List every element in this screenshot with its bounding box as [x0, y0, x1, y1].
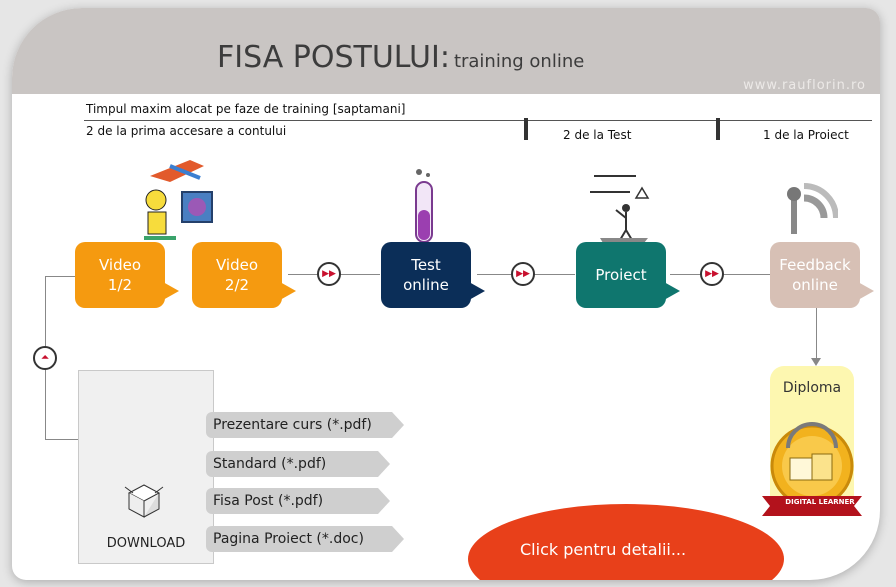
header-band: FISA POSTULUI:training online www.rauflo… — [12, 8, 880, 94]
feedback-diploma-line — [816, 308, 817, 360]
feedback-signal-icon — [787, 183, 838, 234]
presenter-board-icon — [590, 175, 650, 248]
student-computer-illustration — [144, 160, 213, 240]
download-label: DOWNLOAD — [106, 536, 186, 551]
step-proiect[interactable]: Proiect — [576, 242, 680, 308]
download-panel[interactable]: DOWNLOAD — [78, 370, 214, 564]
digital-learner-badge — [762, 422, 862, 516]
diploma-label: Diploma — [782, 380, 842, 396]
double-chevron-right-icon[interactable]: ▶▶ — [317, 262, 341, 286]
test-tube-icon — [415, 169, 433, 243]
download-item-pagina-proiect[interactable]: Pagina Proiect (*.doc) — [206, 526, 404, 552]
site-url[interactable]: www.rauflorin.ro — [743, 78, 866, 93]
card: FISA POSTULUI:training online www.rauflo… — [12, 8, 880, 580]
connector-line — [45, 276, 75, 277]
details-button-label: Click pentru detalii... — [520, 540, 687, 559]
download-item-prezentare[interactable]: Prezentare curs (*.pdf) — [206, 412, 404, 438]
connector-line — [45, 439, 78, 440]
double-chevron-up-icon[interactable]: ⏶ — [33, 346, 57, 370]
timeline-label: Timpul maxim alocat pe faze de training … — [86, 102, 406, 116]
double-chevron-right-icon[interactable]: ▶▶ — [511, 262, 535, 286]
timeline-tick — [524, 118, 528, 140]
timeline-tick — [716, 118, 720, 140]
open-box-icon — [124, 484, 164, 518]
timeline-phase-3: 1 de la Proiect — [763, 128, 849, 142]
timeline-line — [84, 120, 872, 121]
arrow-down-icon — [811, 358, 821, 366]
details-button[interactable]: Click pentru detalii... — [468, 504, 784, 580]
timeline-phase-1: 2 de la prima accesare a contului — [86, 124, 287, 138]
download-item-fisa-post[interactable]: Fisa Post (*.pdf) — [206, 488, 390, 514]
badge-text: DIGITAL LEARNER — [785, 498, 855, 506]
double-chevron-right-icon[interactable]: ▶▶ — [700, 262, 724, 286]
timeline-phase-2: 2 de la Test — [563, 128, 632, 142]
download-item-standard[interactable]: Standard (*.pdf) — [206, 451, 390, 477]
page-title: FISA POSTULUI:training online — [217, 40, 585, 75]
